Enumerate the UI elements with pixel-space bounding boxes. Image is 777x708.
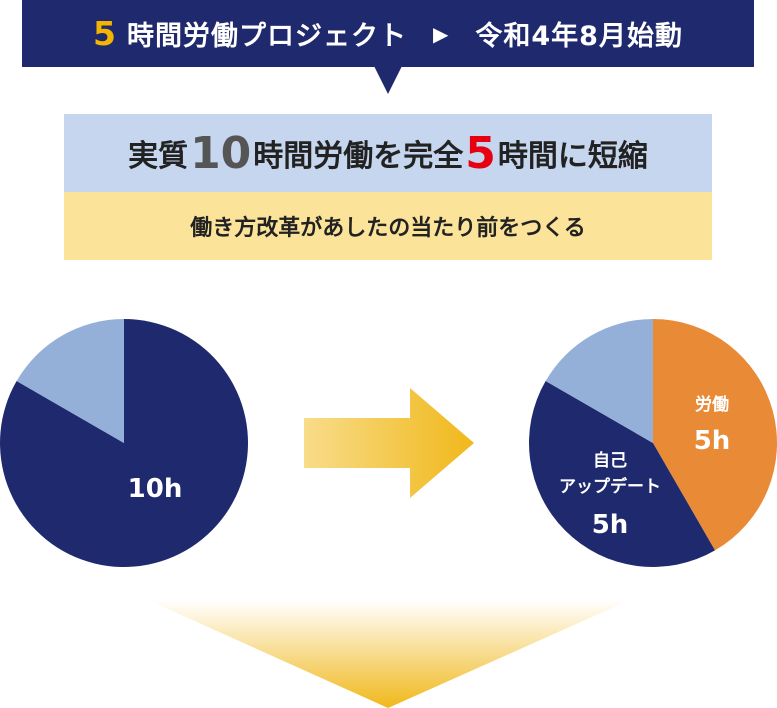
pie0-slice-0	[0, 319, 249, 567]
pie1-slice-1	[529, 381, 715, 567]
banner-pointer-icon	[374, 66, 402, 94]
headline-part3: 時間に短縮	[497, 139, 648, 174]
headline-hours-after: 5	[465, 127, 496, 179]
pie1-slice-0	[653, 319, 777, 551]
down-arrow-icon	[148, 600, 630, 708]
pie1-label-labor: 労働	[695, 394, 729, 415]
pie1-label-selfupdate-line1: 自己	[593, 450, 627, 471]
project-banner: 5 時間労働プロジェクト ▶ 令和4年8月始動	[22, 0, 754, 67]
headline: 実質 10 時間労働を完全 5 時間に短縮	[64, 114, 712, 192]
pie1-value-labor: 5h	[694, 426, 731, 456]
pie0-slice-1	[16, 319, 124, 443]
headline-part2: 時間労働を完全	[253, 139, 464, 174]
banner-launch-date: 令和4年8月始動	[475, 21, 683, 52]
right-arrow-icon	[304, 388, 474, 498]
headline-part1: 実質	[128, 139, 189, 174]
pie-chart-before: 10h	[0, 319, 249, 567]
pie1-value-selfupdate: 5h	[592, 510, 629, 540]
play-triangle-icon: ▶	[433, 21, 450, 46]
headline-hours-before: 10	[190, 127, 252, 179]
pie1-label-selfupdate-line2: アップデート	[559, 476, 661, 497]
banner-number: 5	[93, 14, 117, 53]
pie0-label-10h: 10h	[128, 474, 183, 504]
subline: 働き方改革があしたの当たり前をつくる	[64, 192, 712, 260]
pie1-slice-2	[545, 319, 653, 443]
banner-title: 時間労働プロジェクト	[127, 21, 407, 52]
